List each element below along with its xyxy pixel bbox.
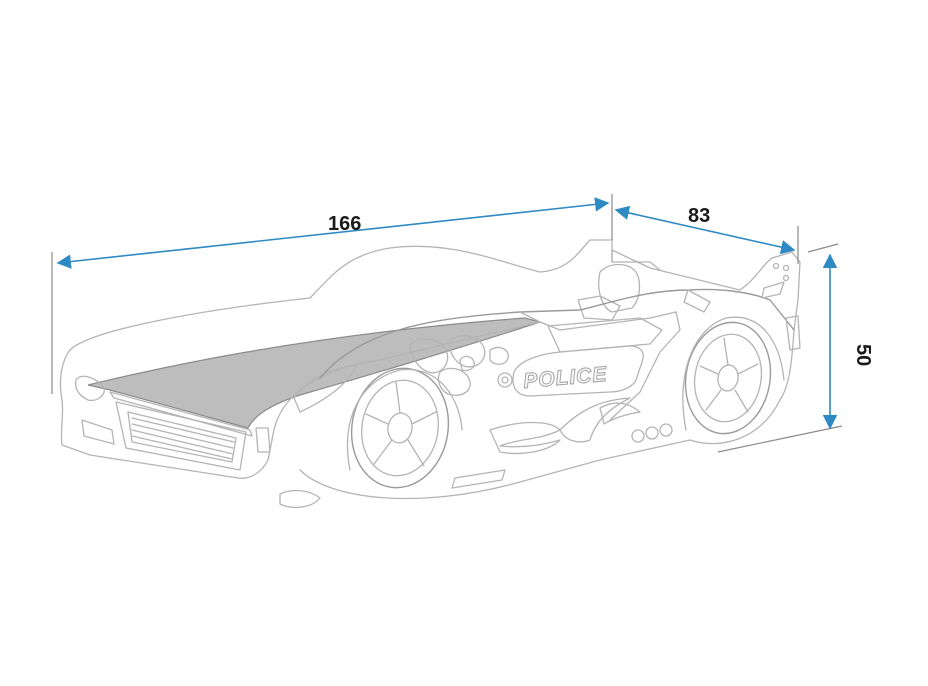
seat-headrest xyxy=(598,263,641,313)
dimension-annotations: 166 83 50 xyxy=(51,194,874,453)
front-side-light xyxy=(255,427,271,453)
front-air-intake xyxy=(81,419,115,445)
rear-badge xyxy=(761,281,785,299)
rear-wheel-arch xyxy=(682,316,785,431)
front-spoiler xyxy=(279,489,321,509)
rear-vents xyxy=(772,262,790,282)
width-label: 83 xyxy=(688,205,710,227)
length-dimension: 166 xyxy=(51,194,613,394)
length-label: 166 xyxy=(328,213,361,235)
front-bumper xyxy=(59,349,273,479)
front-right-headlight xyxy=(293,365,357,413)
width-dimension: 83 xyxy=(614,205,799,264)
grille-frame xyxy=(115,401,247,471)
door-line xyxy=(519,311,681,421)
rear-light xyxy=(785,315,801,351)
length-dimension-line xyxy=(56,197,610,269)
height-label: 50 xyxy=(852,344,874,366)
back-side-panel xyxy=(69,239,661,351)
front-left-headlight xyxy=(74,375,105,402)
near-side-body xyxy=(319,288,795,379)
side-decals xyxy=(409,335,641,455)
height-dimension: 50 xyxy=(717,243,874,453)
car-bed-illustration: POLICE xyxy=(59,239,801,509)
height-extension-top xyxy=(807,243,839,253)
police-decal-text: POLICE xyxy=(522,363,608,393)
mattress xyxy=(87,317,543,429)
near-side-lower xyxy=(299,399,781,500)
front-wheel xyxy=(350,367,450,489)
police-decal-plate xyxy=(512,345,644,397)
grille-inner xyxy=(127,411,237,463)
seat-back xyxy=(577,295,621,321)
rear-wheel xyxy=(684,321,772,435)
side-skirt-badge xyxy=(451,469,506,489)
rear-side-vent xyxy=(683,289,711,313)
grille-slats xyxy=(131,417,235,460)
width-dimension-line xyxy=(614,205,796,255)
mattress-edge xyxy=(109,391,253,437)
front-wheel-arch xyxy=(346,368,463,471)
headboard-panel xyxy=(611,249,801,401)
side-window xyxy=(547,317,663,353)
height-extension-bottom xyxy=(717,425,843,453)
side-round-lights xyxy=(631,423,673,443)
